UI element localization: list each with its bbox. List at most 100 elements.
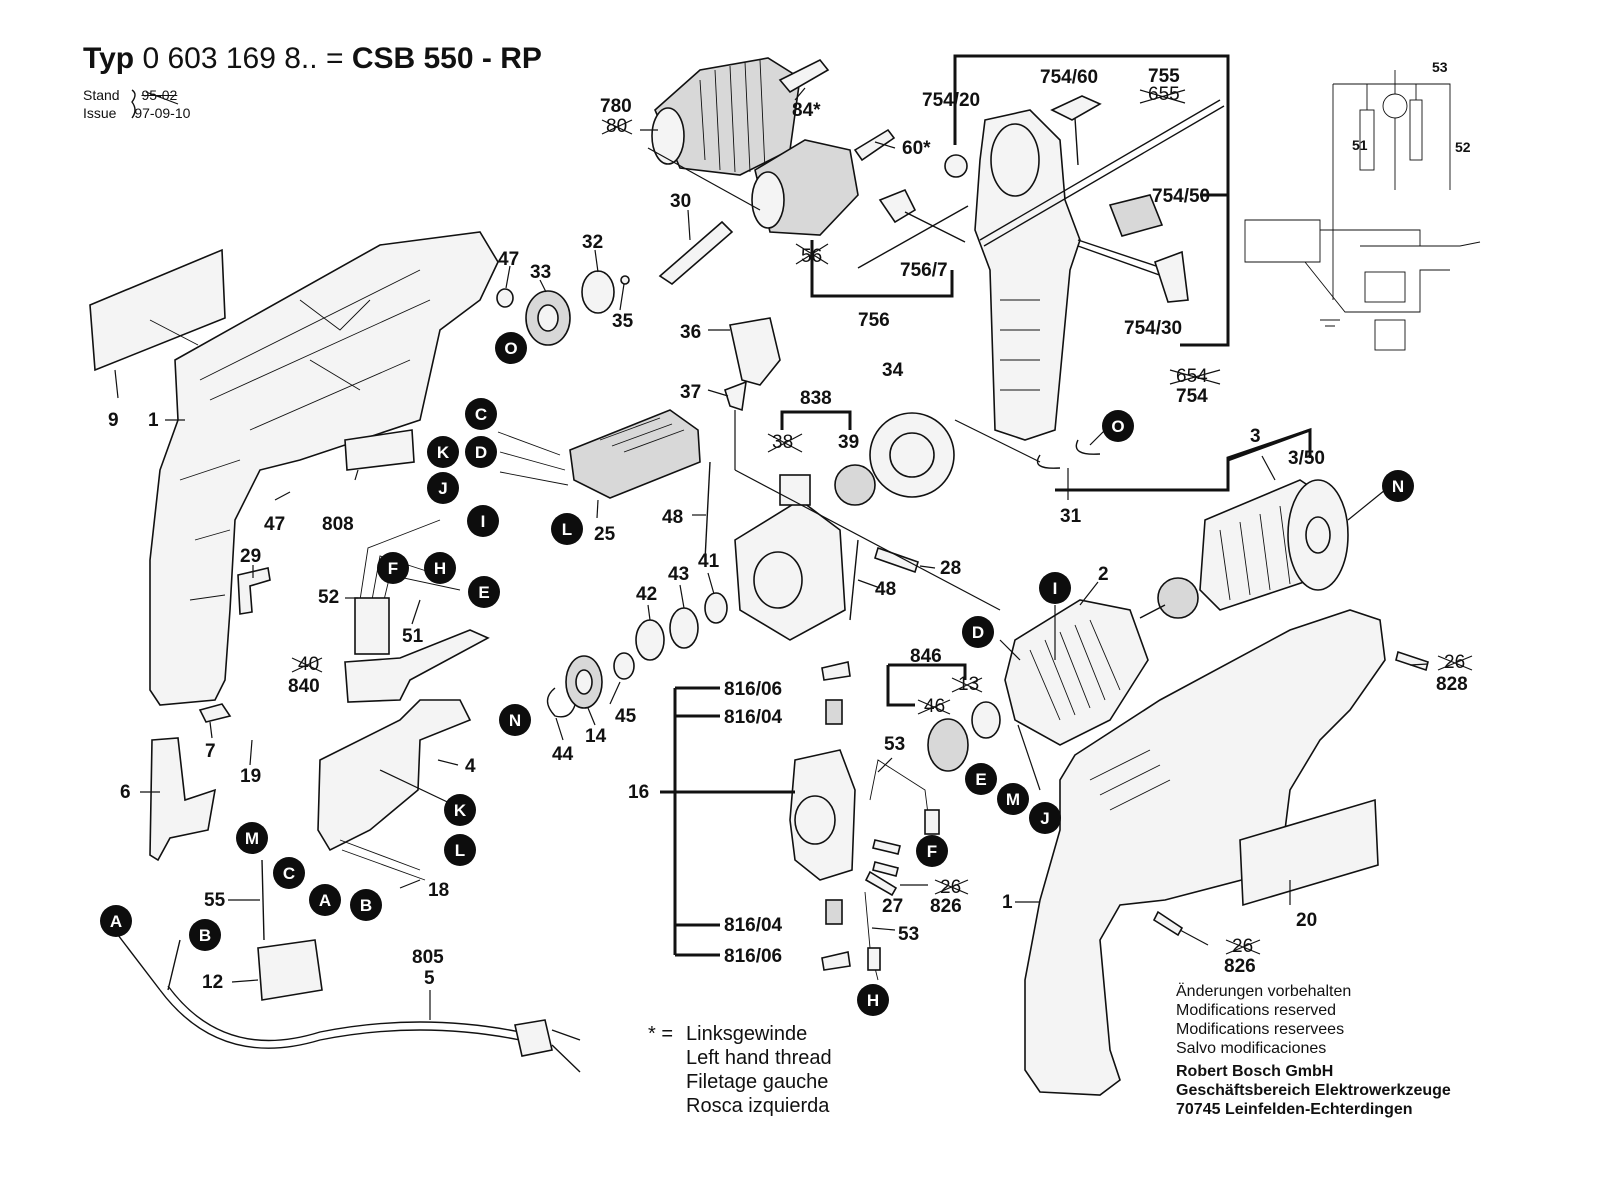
revision-info: Stand 95-02 Issue 97-09-10 [83,86,190,122]
modification-notice: Änderungen vorbehalten Modifications res… [1176,982,1351,1058]
notice-line: Modifications reserved [1176,1002,1337,1019]
part-label: 754/50 [1152,186,1210,207]
connector-d: D [465,436,497,468]
legend-line: Left hand thread [686,1047,832,1069]
part-label: 27 [882,896,903,917]
typ-prefix: Typ [83,42,135,75]
issue-label: Issue [83,105,117,121]
part-drawings [89,57,1481,1096]
issue-date: 97-09-10 [134,105,191,121]
label-plate-right-drawing [1239,798,1379,907]
part-label: 1 [148,410,159,431]
svg-text:H: H [867,991,879,1010]
stator-drawing [1004,599,1149,746]
connector-d: D [962,616,994,648]
legend-line: Rosca izquierda [686,1095,830,1117]
connector-a: A [309,884,341,916]
connector-c: C [273,857,305,889]
connector-e: E [965,763,997,795]
connector-b: B [350,889,382,921]
legend-line: Filetage gauche [686,1071,829,1093]
legend-star: * = [648,1023,674,1045]
part-label: 780 [600,96,632,117]
housing-right-drawing [1024,609,1386,1096]
part-label: 816/04 [724,915,783,936]
connector-o: O [1102,410,1134,442]
part-label: 51 [402,626,424,647]
part-label: 6 [120,782,131,803]
connector-b: B [189,919,221,951]
manufacturer-line: 70745 Leinfelden-Echterdingen [1176,1101,1413,1118]
part-label: 43 [668,564,689,585]
part-label: 756/7 [900,260,948,281]
part-label: 53 [1432,59,1448,75]
part-label: 826 [1224,956,1256,977]
connector-l: L [551,513,583,545]
svg-text:N: N [1392,477,1404,496]
part-label: 816/04 [724,707,783,728]
switch-module-drawing [569,409,701,499]
svg-text:A: A [319,891,331,910]
part-label: 20 [1296,910,1317,931]
part-label: 31 [1060,506,1082,527]
svg-text:F: F [927,842,937,861]
part-label: 805 [412,947,444,968]
notice-line: Salvo modificaciones [1176,1040,1327,1057]
svg-text:C: C [475,405,487,424]
connector-j: J [1029,802,1061,834]
part-label: 44 [552,744,574,765]
cable-guard-drawing [149,737,217,862]
part-label: 37 [680,382,701,403]
power-cord-drawing [159,989,521,1049]
svg-text:M: M [1006,790,1020,809]
svg-text:O: O [1111,417,1124,436]
part-label: 19 [240,766,261,787]
part-label: 48 [875,579,896,600]
part-label: 32 [582,232,603,253]
connector-k: K [427,436,459,468]
part-label: 828 [1436,674,1468,695]
svg-text:K: K [454,801,467,820]
connector-f: F [916,835,948,867]
stand-label: Stand [83,87,120,103]
legend-line: Linksgewinde [686,1023,808,1045]
part-label: 3/50 [1288,448,1325,469]
svg-text:F: F [388,559,398,578]
svg-text:I: I [481,512,486,531]
svg-text:A: A [110,912,122,931]
part-label: 16 [628,782,649,803]
svg-text:L: L [455,841,465,860]
part-label: 755 [1148,66,1180,87]
thread-legend: * = Linksgewinde Left hand thread Fileta… [648,1022,832,1118]
connector-j: J [427,472,459,504]
part-label: 48 [662,507,683,528]
part-label: 18 [428,880,449,901]
part-label: 754/60 [1040,67,1098,88]
part-number-labels: 780 80 84* 60* 30 32 47 33 35 56 756/7 7… [108,59,1473,993]
part-label: 808 [322,514,354,535]
svg-text:L: L [562,520,572,539]
part-label: 3 [1250,426,1261,447]
part-label: 1 [1002,892,1013,913]
part-label: 754/30 [1124,318,1182,339]
svg-text:M: M [245,829,259,848]
auxiliary-handle-drawing [974,109,1081,441]
connector-h: H [857,984,889,1016]
connector-a: A [100,905,132,937]
part-label: 34 [882,360,904,381]
part-label: 29 [240,546,261,567]
part-label-struck: 38 [772,432,793,453]
part-label: 4 [465,756,476,777]
connector-f: F [377,552,409,584]
brackets [660,54,1312,957]
part-label: 28 [940,558,961,579]
manufacturer-line: Geschäftsbereich Elektrowerkzeuge [1176,1082,1451,1099]
svg-text:E: E [975,770,986,789]
leader-lines [114,87,1429,1020]
connector-c: C [465,398,497,430]
connector-k: K [444,794,476,826]
part-label: 30 [670,191,691,212]
connector-i: I [467,505,499,537]
connector-n: N [1382,470,1414,502]
